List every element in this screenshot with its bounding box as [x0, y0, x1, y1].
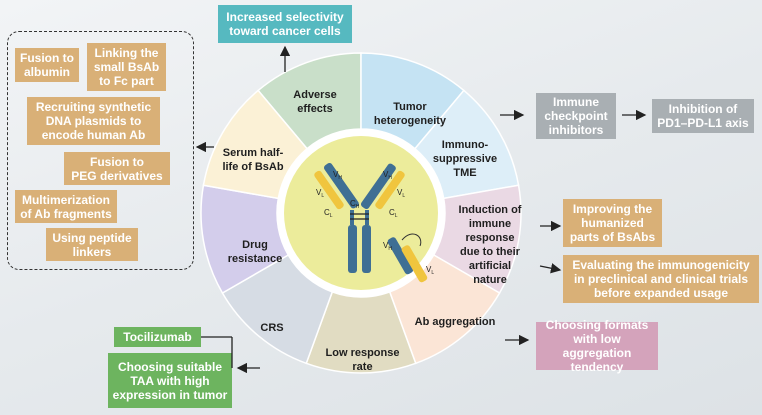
challenge-ring	[200, 52, 522, 374]
antibody-illustration	[314, 163, 428, 283]
box-choosing-formats: Choosing formats with low aggregation te…	[536, 318, 658, 374]
hinge-left	[350, 210, 354, 225]
label-ch: CH	[350, 199, 360, 210]
segment-drug-resistance: Drug resistance	[227, 239, 283, 265]
heavy-chain-arm-left	[323, 163, 359, 209]
label-vl-left: VL	[316, 188, 324, 199]
segment-immunosuppressive-tme: Immuno- suppressive TME	[432, 139, 498, 179]
arrow-to-immunogenicity	[539, 263, 562, 274]
scfv-linker	[401, 233, 422, 247]
segment-low-response-rate: Low response rate	[325, 347, 400, 373]
label-vh-left: VH	[333, 170, 342, 181]
segment-adverse-effects: Adverse effects	[293, 89, 337, 115]
scfv-vh-domain	[387, 237, 414, 275]
label-cl-left: CL	[324, 208, 333, 219]
box-pd1-pdl1: Inhibition of PD1–PD-L1 axis	[652, 99, 754, 133]
scfv-vl-domain	[401, 245, 428, 283]
heavy-chain-stem-left	[348, 225, 357, 273]
box-tocilizumab: Tocilizumab	[114, 327, 201, 347]
box-choosing-taa: Choosing suitable TAA with high expressi…	[108, 353, 232, 408]
label-vl-scfv: VL	[426, 265, 434, 276]
label-vl-right: VL	[397, 188, 405, 199]
box-increased-selectivity: Increased selectivity toward cancer cell…	[218, 5, 352, 43]
segment-crs: CRS	[260, 322, 284, 334]
heavy-chain-arm-right	[360, 163, 396, 209]
box-fusion-albumin: Fusion to albumin	[15, 48, 79, 82]
label-vh-scfv: VH	[383, 241, 392, 252]
box-recruiting-plasmids: Recruiting synthetic DNA plasmids to enc…	[27, 97, 160, 145]
arrows	[195, 45, 647, 374]
light-chain-right	[375, 170, 405, 210]
label-cl-right: CL	[389, 208, 398, 219]
segment-tumor-heterogeneity: Tumor heterogeneity	[373, 101, 447, 127]
segment-ab-aggregation: Ab aggregation	[414, 316, 496, 328]
segment-induction-immune-response: Induction of immune response due to thei…	[458, 204, 522, 286]
box-fusion-peg: Fusion to PEG derivatives	[64, 152, 170, 185]
segment-serum-half-life: Serum half- life of BsAb	[222, 147, 284, 173]
box-peptide-linkers: Using peptide linkers	[46, 228, 138, 261]
box-linking-fc: Linking the small BsAb to Fc part	[87, 43, 166, 91]
half-life-solutions-group	[7, 31, 194, 270]
hinge-right	[365, 210, 369, 225]
label-vh-right: VH	[383, 170, 392, 181]
antibody-domain-labels: VH VL CL CH VH VL CL VH VL	[316, 170, 434, 276]
box-improving-humanized: Improving the humanized parts of BsAbs	[563, 199, 662, 247]
box-checkpoint-inhibitors: Immune checkpoint inhibitors	[536, 93, 616, 139]
box-multimerization: Multimerization of Ab fragments	[15, 190, 117, 223]
heavy-chain-stem-right	[362, 225, 371, 273]
light-chain-left	[314, 170, 344, 210]
box-evaluating-immunogenicity: Evaluating the immunogenicity in preclin…	[563, 255, 759, 303]
